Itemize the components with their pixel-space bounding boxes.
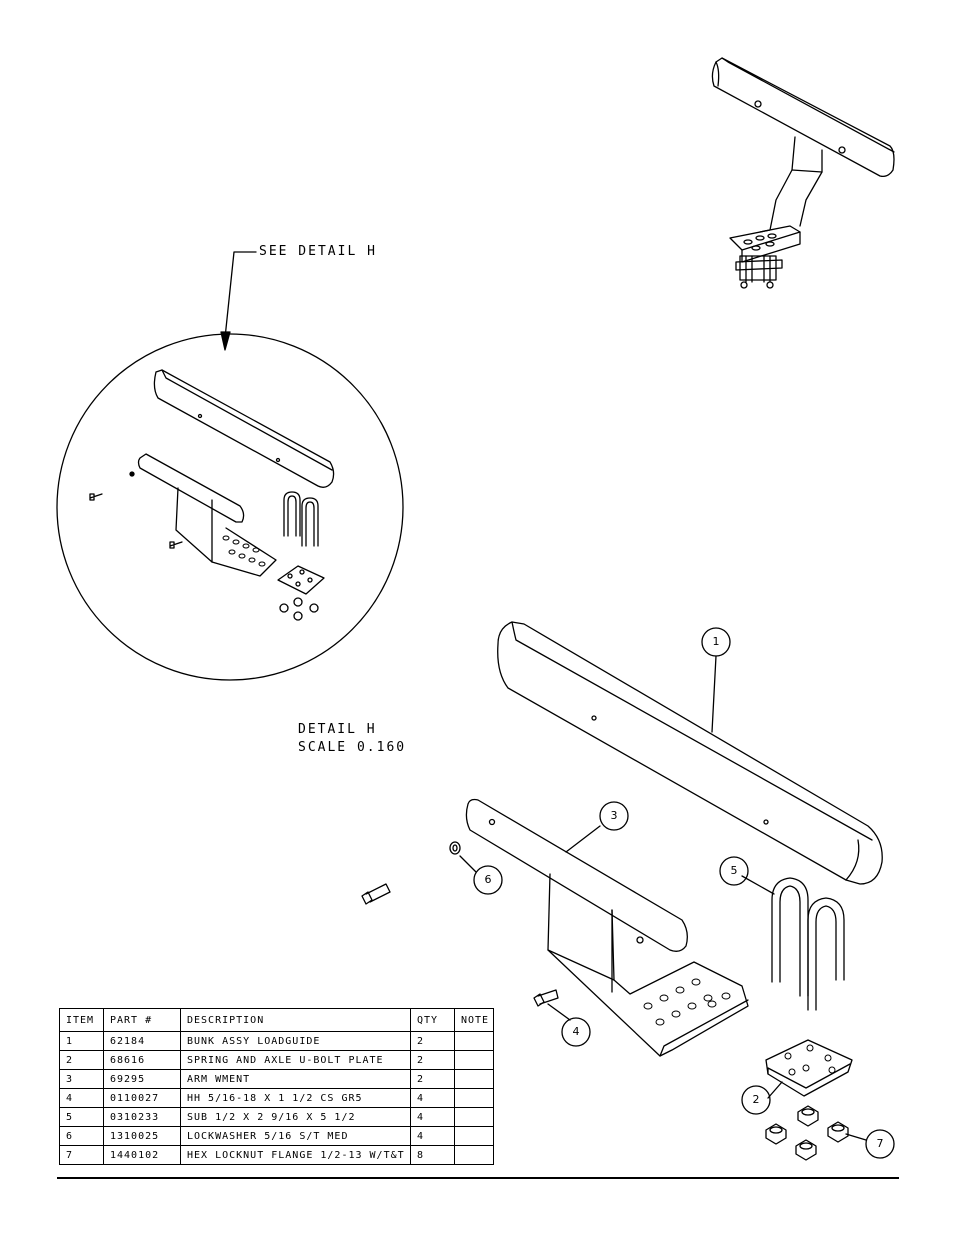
bom-cell-description: SPRING AND AXLE U-BOLT PLATE [180, 1050, 411, 1070]
bom-cell-note [453, 1088, 495, 1108]
bom-cell-part: 1440102 [103, 1145, 181, 1165]
bom-row: 4 0110027 HH 5/16-18 X 1 1/2 CS GR5 4 [59, 1088, 495, 1108]
bom-row: 1 62184 BUNK ASSY LOADGUIDE 2 [59, 1031, 495, 1051]
bom-cell-note [453, 1107, 495, 1127]
bom-cell-note [453, 1126, 495, 1146]
bom-cell-part: 1310025 [103, 1126, 181, 1146]
bom-cell-description: ARM WMENT [180, 1069, 411, 1089]
bom-cell-qty: 8 [410, 1145, 455, 1165]
see-detail-label: SEE DETAIL H [259, 244, 377, 259]
bom-cell-part: 0310233 [103, 1107, 181, 1127]
item-balloons [473, 627, 895, 1159]
bom-cell-item: 4 [59, 1088, 104, 1108]
bom-cell-description: HEX LOCKNUT FLANGE 1/2-13 W/T&T [180, 1145, 411, 1165]
bom-cell-item: 5 [59, 1107, 104, 1127]
bill-of-materials-table: ITEM PART # DESCRIPTION QTY NOTE 1 62184… [59, 1008, 495, 1165]
exploded-view [361, 621, 883, 1161]
detail-h-circle [56, 333, 404, 681]
assembled-view [711, 57, 895, 289]
bom-cell-qty: 2 [410, 1069, 455, 1089]
balloon-item-3: 3 [610, 809, 618, 822]
bom-cell-note [453, 1145, 495, 1165]
detail-title: DETAIL H [298, 722, 377, 737]
bom-cell-item: 1 [59, 1031, 104, 1051]
bom-cell-qty: 4 [410, 1107, 455, 1127]
bom-header-item: ITEM [59, 1008, 104, 1032]
bom-row: 7 1440102 HEX LOCKNUT FLANGE 1/2-13 W/T&… [59, 1145, 495, 1165]
bom-header-row: ITEM PART # DESCRIPTION QTY NOTE [59, 1008, 495, 1032]
bom-row: 5 0310233 SUB 1/2 X 2 9/16 X 5 1/2 4 [59, 1107, 495, 1127]
balloon-item-5: 5 [730, 864, 738, 877]
balloon-item-6: 6 [484, 873, 492, 886]
bom-header-part: PART # [103, 1008, 181, 1032]
bom-cell-description: SUB 1/2 X 2 9/16 X 5 1/2 [180, 1107, 411, 1127]
balloon-item-2: 2 [752, 1093, 760, 1106]
bom-cell-description: LOCKWASHER 5/16 S/T MED [180, 1126, 411, 1146]
detail-scale: SCALE 0.160 [298, 740, 407, 755]
see-detail-leader [220, 251, 257, 351]
footer-rule [57, 1177, 899, 1179]
bom-cell-item: 6 [59, 1126, 104, 1146]
bom-cell-note [453, 1069, 495, 1089]
bom-cell-description: HH 5/16-18 X 1 1/2 CS GR5 [180, 1088, 411, 1108]
bom-cell-part: 68616 [103, 1050, 181, 1070]
bom-cell-item: 7 [59, 1145, 104, 1165]
bom-cell-qty: 2 [410, 1031, 455, 1051]
bom-cell-note [453, 1031, 495, 1051]
bom-cell-part: 62184 [103, 1031, 181, 1051]
bom-cell-item: 2 [59, 1050, 104, 1070]
bom-cell-item: 3 [59, 1069, 104, 1089]
bom-row: 2 68616 SPRING AND AXLE U-BOLT PLATE 2 [59, 1050, 495, 1070]
bom-cell-part: 69295 [103, 1069, 181, 1089]
balloon-item-7: 7 [876, 1137, 884, 1150]
bom-row: 6 1310025 LOCKWASHER 5/16 S/T MED 4 [59, 1126, 495, 1146]
bom-cell-description: BUNK ASSY LOADGUIDE [180, 1031, 411, 1051]
bom-cell-qty: 2 [410, 1050, 455, 1070]
bom-cell-part: 0110027 [103, 1088, 181, 1108]
bom-cell-qty: 4 [410, 1126, 455, 1146]
bom-cell-note [453, 1050, 495, 1070]
balloon-item-4: 4 [572, 1025, 580, 1038]
bom-header-qty: QTY [410, 1008, 455, 1032]
bom-header-note: NOTE [453, 1008, 495, 1032]
bom-header-description: DESCRIPTION [180, 1008, 411, 1032]
bom-cell-qty: 4 [410, 1088, 455, 1108]
bom-row: 3 69295 ARM WMENT 2 [59, 1069, 495, 1089]
balloon-item-1: 1 [712, 635, 720, 648]
